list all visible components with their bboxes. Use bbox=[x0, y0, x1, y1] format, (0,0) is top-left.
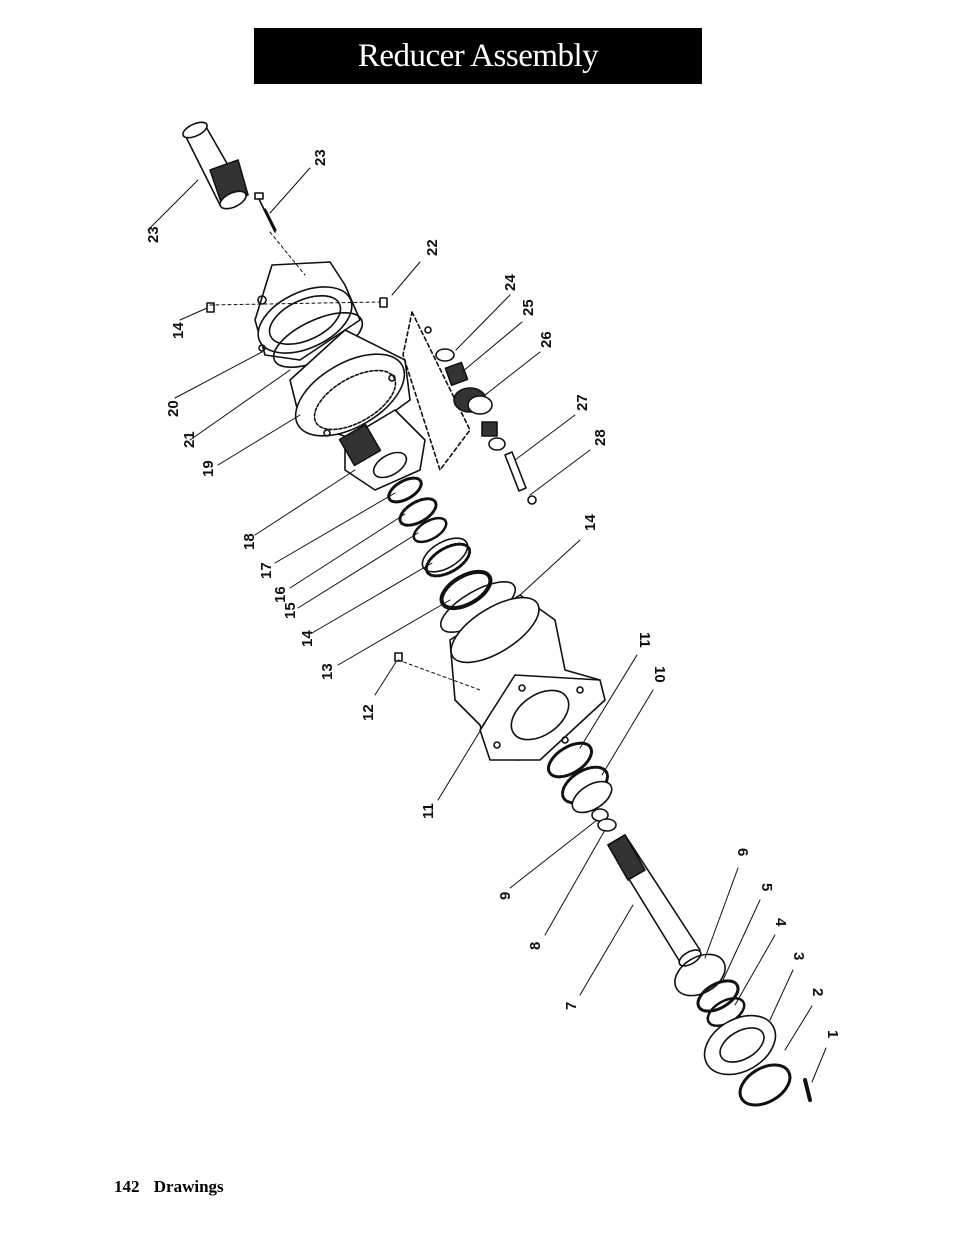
callout-20: 18 bbox=[241, 533, 258, 550]
callout-4: 4 bbox=[772, 918, 789, 927]
callout-26: 24 bbox=[502, 274, 519, 291]
callout-21: 19 bbox=[200, 460, 217, 477]
ring-gear-part-21 bbox=[289, 329, 411, 441]
planet-pin-part-29 bbox=[504, 451, 527, 492]
set-screw-part-23-right bbox=[379, 297, 388, 308]
callout-11: 11 bbox=[636, 632, 653, 648]
leader-lines bbox=[147, 167, 827, 1083]
callout-24: 23 bbox=[312, 149, 329, 166]
thrust-washer-part-26b bbox=[488, 437, 506, 451]
callout-30: 28 bbox=[592, 429, 609, 446]
sun-gear-part-18 bbox=[398, 497, 438, 527]
bolt-part-24 bbox=[254, 192, 277, 233]
bearing-cone-part-10 bbox=[561, 765, 613, 814]
set-screw-part-13 bbox=[394, 652, 403, 662]
footer-page-number: 142 bbox=[114, 1177, 140, 1196]
callout-22: 20 bbox=[165, 400, 182, 417]
input-shaft-part-25 bbox=[182, 121, 249, 210]
callout-14-upper: 21 bbox=[181, 431, 198, 448]
output-shaft-part-7 bbox=[607, 834, 702, 967]
callout-14-lower: 14 bbox=[582, 514, 599, 531]
main-housing-part-12 bbox=[449, 594, 606, 761]
callout-10: 10 bbox=[651, 666, 668, 683]
pin-part-26-small bbox=[424, 326, 432, 334]
callout-28: 26 bbox=[538, 331, 555, 348]
bearing-cone-part-16 bbox=[421, 537, 472, 578]
callout-27: 25 bbox=[520, 299, 537, 316]
needle-bearing-part-27b bbox=[481, 421, 498, 437]
callout-23-left: 14 bbox=[170, 322, 187, 339]
callout-17: 15 bbox=[282, 602, 299, 619]
snap-ring-part-19 bbox=[387, 476, 423, 504]
planet-gear-part-28 bbox=[453, 387, 493, 415]
callout-1: 1 bbox=[824, 1030, 841, 1038]
callout-12: 11 bbox=[420, 803, 437, 819]
bearing-cup-part-15 bbox=[439, 569, 493, 611]
needle-bearing-part-27 bbox=[444, 361, 469, 386]
callout-2: 2 bbox=[809, 988, 826, 996]
callout-3: 3 bbox=[790, 952, 807, 960]
callout-6: 6 bbox=[734, 848, 751, 856]
callout-23-right: 22 bbox=[424, 239, 441, 256]
callout-19: 17 bbox=[258, 562, 275, 579]
callout-29: 27 bbox=[574, 394, 591, 411]
callout-5: 5 bbox=[758, 883, 775, 891]
planet-carrier-part-20 bbox=[338, 409, 426, 491]
callout-labels: 23 23 14 22 20 21 19 18 17 16 15 14 13 1… bbox=[145, 149, 841, 1038]
page-footer: 142 Drawings bbox=[114, 1177, 224, 1197]
callout-25: 23 bbox=[145, 226, 162, 243]
seal-part-5 bbox=[696, 979, 740, 1013]
callout-8: 8 bbox=[527, 942, 544, 950]
washer-part-17 bbox=[412, 516, 448, 544]
ball-part-30 bbox=[527, 495, 537, 505]
callout-9: 9 bbox=[497, 892, 514, 900]
set-screw-part-23-left bbox=[206, 302, 215, 313]
page-title: Reducer Assembly bbox=[357, 37, 599, 74]
bearing-cup-part-11 bbox=[547, 741, 593, 779]
screw-part-1 bbox=[803, 1078, 812, 1102]
retaining-ring-part-2 bbox=[738, 1063, 792, 1107]
planet-gear-subassembly-frame bbox=[402, 311, 471, 471]
thrust-washer-part-26 bbox=[435, 348, 455, 362]
end-cap-part-3 bbox=[703, 1014, 777, 1076]
callout-16: 14 bbox=[299, 630, 316, 647]
seal-part-8 bbox=[597, 818, 617, 832]
footer-section-name: Drawings bbox=[153, 1177, 224, 1196]
callout-15: 13 bbox=[319, 663, 336, 680]
washer-part-6 bbox=[674, 953, 726, 997]
callout-18: 16 bbox=[272, 586, 289, 603]
page-title-banner: Reducer Assembly bbox=[254, 28, 702, 84]
callout-7: 7 bbox=[563, 1002, 580, 1010]
callout-13: 12 bbox=[360, 704, 377, 721]
